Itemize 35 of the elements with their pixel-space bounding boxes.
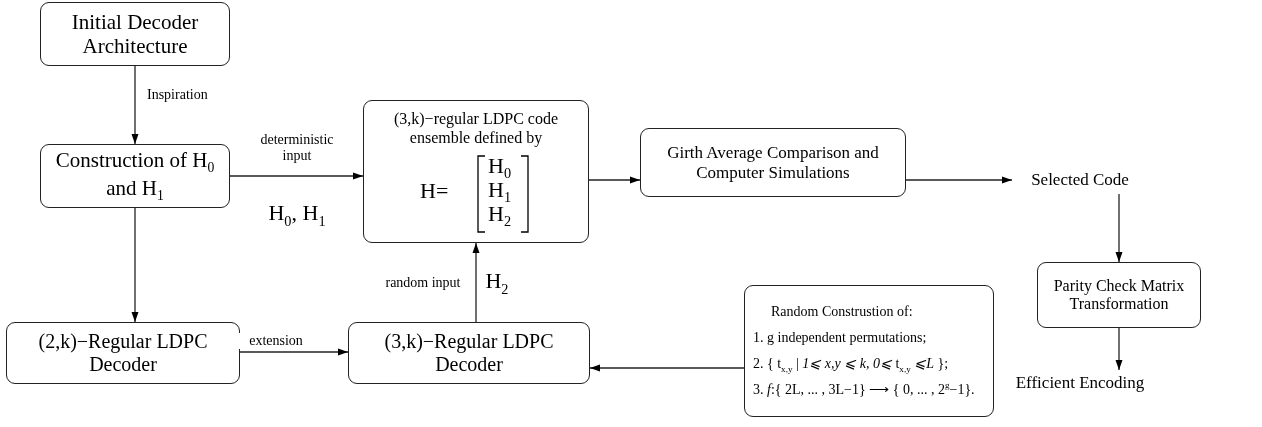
process-box <box>40 144 230 208</box>
box-text: Parity Check Matrix Transformation <box>1052 276 1186 314</box>
note-box <box>744 285 994 417</box>
process-box <box>6 322 240 384</box>
arrow <box>589 364 745 372</box>
box-heading: Random Construstion of: <box>770 302 913 321</box>
arrow <box>239 348 349 356</box>
edge-label: Inspiration <box>145 87 210 103</box>
box-text: Construction of H$_{0}$ and H$_{1}$ <box>54 148 216 204</box>
process-box <box>40 2 230 66</box>
matrix-label: H= <box>420 178 449 205</box>
node-label: Selected Code <box>1012 166 1148 194</box>
arrow <box>131 65 139 145</box>
math-label: H$_{0}$, H$_{1}$ <box>268 200 326 230</box>
arrow <box>1115 327 1123 371</box>
process-box <box>348 322 590 384</box>
box-text: (3,k)−regular LDPC code ensemble defined by <box>392 109 560 148</box>
arrow <box>1115 193 1123 263</box>
arrow <box>588 176 641 184</box>
list-item: 2. { t$_{x,y}$ | 1⩽ x,y ⩽ k, 0⩽ t$_{x,y}$ ⩽L }; <box>753 354 949 376</box>
arrow <box>131 207 139 323</box>
process-box <box>363 100 589 243</box>
arrow <box>229 172 364 180</box>
box-text: (3,k)−Regular LDPC Decoder <box>383 330 555 376</box>
node-label: Efficient Encoding <box>1010 370 1150 396</box>
box-text: (2,k)−Regular LDPC Decoder <box>37 330 209 376</box>
box-text: Initial Decoder Architecture <box>70 9 200 59</box>
list-item: 3. f:{ 2L, ... , 3L−1} ⟶ { 0, ... , 2$^{g}$−1}. <box>753 379 975 400</box>
process-box <box>1037 262 1201 328</box>
process-box <box>640 128 906 197</box>
arrow <box>472 242 480 323</box>
math-label: H$_{2}$ <box>485 268 509 298</box>
arrow <box>905 176 1013 184</box>
list-item: 1. g independent permutations; <box>753 328 927 347</box>
box-text: Girth Average Comparison and Computer Simulations <box>666 142 880 183</box>
